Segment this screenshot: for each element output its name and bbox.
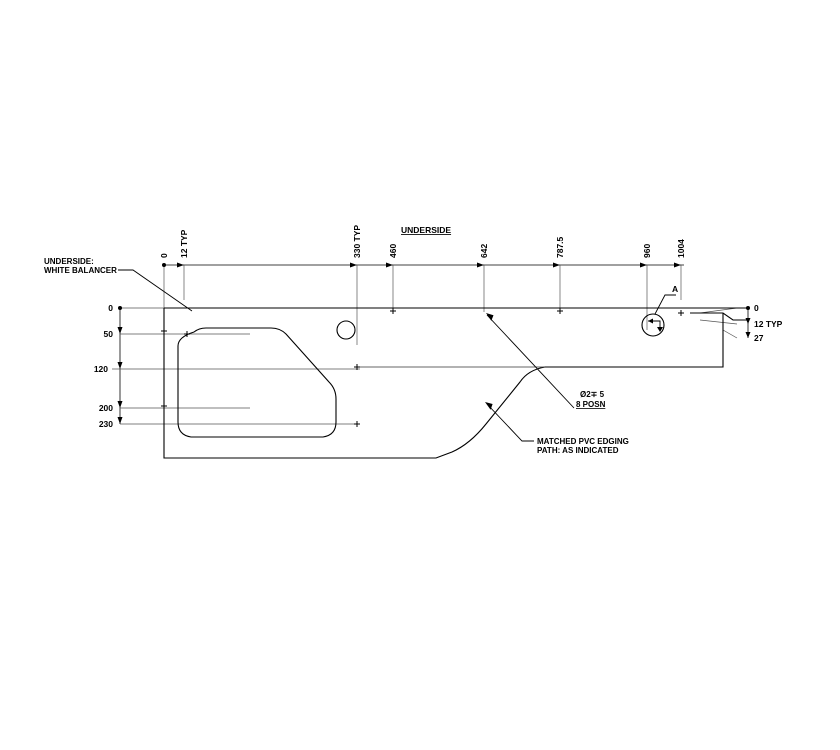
- dim-label-h-460: 460: [388, 244, 398, 258]
- detail-bubble-circle[interactable]: [641, 313, 665, 337]
- tick-330: [350, 262, 357, 268]
- left-origin-dot: [118, 306, 122, 310]
- tick-642: [477, 262, 484, 268]
- hole-callout-group: Ø2∓ 5 8 POSN: [486, 313, 606, 409]
- hole-callout-text: Ø2∓ 5: [580, 390, 605, 399]
- edging-note-arrowhead: [485, 402, 493, 410]
- detail-flag-tail: [648, 318, 653, 324]
- top-dimension-line-group: 0 12 TYP 330 TYP 460 642 787.5 960 1004: [159, 225, 686, 345]
- dim-label-r-27: 27: [754, 333, 764, 343]
- detail-marker-label: A: [672, 284, 678, 294]
- part-outline-group: [163, 307, 748, 459]
- arrow-r-12: [745, 318, 751, 324]
- dim-label-v-200: 200: [99, 403, 113, 413]
- part-body-profile: [163, 308, 724, 459]
- hole-callout-leader: [486, 314, 575, 409]
- dim-label-h-1004: 1004: [676, 239, 686, 258]
- right-dimension-group: 0 12 TYP 27: [699, 303, 783, 343]
- dim-label-h-0: 0: [159, 253, 169, 258]
- dim-label-v-0: 0: [108, 303, 113, 313]
- tick-460: [386, 262, 393, 268]
- dim-label-r-12typ: 12 TYP: [754, 319, 783, 329]
- underside-note-group: UNDERSIDE: WHITE BALANCER: [44, 257, 193, 312]
- hole-position-marks: [161, 308, 684, 427]
- arrow-v-120: [117, 362, 123, 369]
- dim-label-v-230: 230: [99, 419, 113, 429]
- detail-a-leader: [654, 294, 676, 315]
- dim-label-r-0: 0: [754, 303, 759, 313]
- dim-label-h-12typ: 12 TYP: [179, 229, 189, 258]
- dim-label-h-330typ: 330 TYP: [352, 225, 362, 258]
- tick-787: [553, 262, 560, 268]
- dim-label-h-642: 642: [479, 244, 489, 258]
- cutout-small-circle: [336, 320, 356, 340]
- detail-flag-arrowhead: [657, 327, 663, 332]
- hole-callout-arrowhead: [486, 313, 494, 321]
- arrow-v-50: [117, 327, 123, 334]
- dim-label-h-787: 787.5: [555, 236, 565, 258]
- ext-r-0: [699, 307, 738, 314]
- hole-count-text: 8 POSN: [576, 400, 606, 409]
- underside-note-leader: [118, 269, 193, 312]
- edging-note-leader: [486, 403, 534, 442]
- edging-note-line2: PATH: AS INDICATED: [537, 446, 619, 455]
- left-dimension-group: 0 50 120 200 230: [94, 303, 360, 429]
- edging-note-group: MATCHED PVC EDGING PATH: AS INDICATED: [485, 402, 629, 455]
- origin-dot: [162, 263, 166, 267]
- tick-960: [640, 262, 647, 268]
- part-right-step: [690, 312, 748, 321]
- tick-1004: [674, 262, 681, 268]
- edging-note-line1: MATCHED PVC EDGING: [537, 437, 629, 446]
- dimension-ticks: [162, 262, 681, 268]
- arrow-v-230: [117, 417, 123, 424]
- cutout-group: [177, 320, 356, 438]
- detail-marker-a-group[interactable]: A: [641, 284, 678, 337]
- ext-r-27: [722, 329, 738, 339]
- tick-12: [177, 262, 184, 268]
- underside-note-line1: UNDERSIDE:: [44, 257, 94, 266]
- dim-label-h-960: 960: [642, 244, 652, 258]
- dim-label-v-50: 50: [104, 329, 114, 339]
- cutout-rounded-keystone: [177, 327, 337, 438]
- dim-label-v-120: 120: [94, 364, 108, 374]
- underside-note-line2: WHITE BALANCER: [44, 266, 117, 275]
- view-title: UNDERSIDE: [401, 225, 451, 235]
- ext-r-12: [699, 319, 738, 325]
- arrow-v-200: [117, 401, 123, 408]
- arrow-r-27: [745, 332, 751, 338]
